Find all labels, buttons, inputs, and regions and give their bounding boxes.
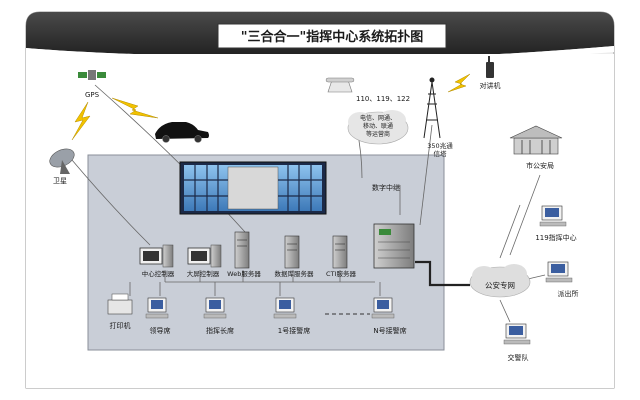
operator-n-label: N号接警席 [373,326,406,335]
web-server-label: Web服务器 [227,269,261,278]
screen-controller-label: 大屏控制器 [187,269,220,278]
connections [71,84,546,323]
carrier-label-1: 电信、网通、 [360,114,396,122]
operator-n-icon [371,297,395,319]
screen-controller-icon [187,244,222,268]
radio-tower-icon [423,77,441,139]
gps-label: GPS [85,91,100,99]
lightning-icon [71,101,91,141]
police-building-icon [509,125,563,155]
telephone-icon [325,77,355,93]
tower-label-2: 信塔 [434,149,448,158]
fire-center-label: 119指挥中心 [535,233,576,242]
trunk-link [415,260,470,287]
police-network-label: 公安专网 [485,280,515,290]
digital-trunk-label: 数字中继 [372,183,400,192]
diagram-title: "三合合一"指挥中心系统拓扑图 [241,29,424,45]
commander-seat-label: 指挥长席 [206,326,234,335]
lightning-icon [111,97,159,119]
operator-1-icon [273,297,297,319]
carrier-label-3: 等运营商 [366,130,390,138]
gps-satellite-icon [78,70,106,80]
traffic-police-label: 交警队 [508,353,529,362]
operator-1-label: 1号接警席 [278,326,310,335]
emergency-numbers-label: 110、119、122 [356,95,410,103]
commander-seat-icon [203,297,227,319]
walkie-talkie-icon [486,56,494,78]
tower-label-1: 350兆通 [427,141,453,150]
printer-icon [107,293,133,315]
database-server-icon [284,235,300,269]
satellite-label: 卫星 [53,177,67,185]
web-server-icon [234,231,250,269]
database-server-label: 数据库服务器 [275,269,315,278]
police-station-label: 派出所 [558,289,579,298]
police-network-cloud-icon [469,264,531,298]
video-wall-icon [179,161,327,215]
center-controller-label: 中心控制器 [142,269,175,278]
cti-server-label: CTI服务器 [326,269,356,278]
carrier-cloud-icon [347,110,409,145]
fire-center-icon [539,205,567,227]
leader-seat-icon [145,297,169,319]
carrier-label-2: 移动、联通 [363,122,393,130]
center-controller-icon [139,244,174,268]
satellite-dish-icon [49,148,75,174]
title-banner: "三合合一"指挥中心系统拓扑图 [217,23,447,49]
police-station-icon [545,261,573,283]
traffic-police-icon [503,323,531,345]
wireless-links [71,73,471,141]
switch-cabinet-icon [373,223,415,269]
city-police-label: 市公安局 [526,161,554,170]
leader-seat-label: 领导席 [150,326,171,335]
printer-label: 打印机 [110,321,131,330]
cti-server-icon [332,235,348,269]
lightning-icon [447,73,471,93]
walkie-label: 对讲机 [480,81,501,90]
car-icon [155,122,209,143]
